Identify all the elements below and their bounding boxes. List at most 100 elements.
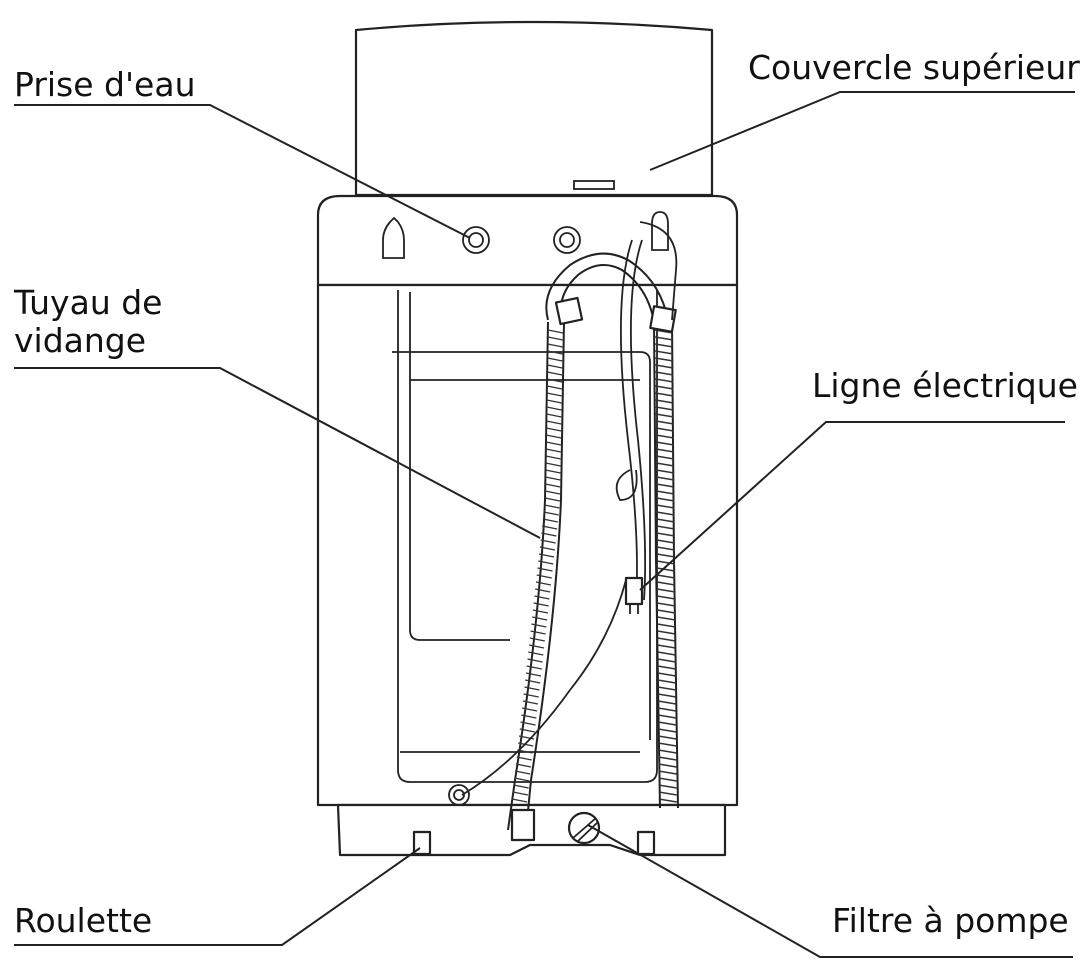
leader-drain-hose (14, 367, 541, 539)
hose-rib (524, 686, 540, 691)
hose-rib (546, 420, 562, 425)
hose-rib (656, 560, 675, 565)
hose-rib (542, 518, 559, 523)
leader-top-lid (649, 91, 1075, 171)
label-drain-hose-line1: Tuyau de (14, 283, 163, 322)
hose-rib (539, 546, 555, 551)
cabinet-top (316, 194, 739, 287)
hose-rib (547, 350, 563, 355)
leader-water-inlet (14, 104, 471, 239)
hose-rib (546, 378, 563, 383)
label-drain-hose-line2: vidange (14, 321, 147, 360)
hose-rib (525, 672, 542, 677)
hose-rib (655, 364, 674, 369)
hose-rib (526, 665, 542, 670)
hose-rib (522, 700, 539, 705)
hose-rib (657, 644, 676, 649)
hose-rib (532, 609, 549, 614)
hose-rib (657, 651, 676, 656)
hose-rib (656, 483, 675, 488)
hose-rib (536, 574, 552, 579)
hanging-hook-right (651, 211, 669, 251)
back-panel-inner (409, 292, 510, 641)
hose-rib (527, 658, 543, 663)
hose-rib (537, 567, 553, 572)
hose-rib (513, 784, 529, 789)
hose-rib (515, 770, 531, 775)
hose-rib (533, 602, 549, 607)
hose-rib (655, 350, 674, 355)
hose-rib (538, 560, 554, 565)
back-panel-window (392, 351, 651, 740)
hose-rib (546, 392, 563, 397)
label-power-line: Ligne électrique (812, 366, 1078, 405)
hose-rib (656, 476, 675, 481)
power-cord (461, 221, 678, 796)
hose-rib (656, 546, 675, 551)
hose-rib (547, 364, 563, 369)
hose-rib (523, 693, 539, 698)
hose-rib (656, 532, 675, 537)
hose-rib (656, 574, 676, 579)
hose-rib (546, 413, 562, 418)
hose-rib (658, 770, 677, 775)
hose-rib (658, 798, 677, 803)
hose-rib (658, 763, 677, 768)
hose-rib (658, 735, 677, 740)
pump-filter-cap (567, 811, 601, 845)
hose-rib (519, 728, 535, 733)
hose-rib (658, 777, 677, 782)
hose-rib (542, 525, 558, 530)
hose-rib (657, 693, 677, 698)
water-inlet-2 (553, 226, 581, 254)
hose-rib (546, 427, 562, 432)
hose-rib (545, 483, 561, 488)
hose-rib (545, 448, 561, 453)
hose-rib (657, 609, 676, 614)
hose-rib (535, 588, 551, 593)
hose-rib (657, 707, 677, 712)
hose-rib (514, 777, 530, 782)
hose-rib (655, 448, 675, 453)
hose-rib (541, 532, 557, 537)
hose-rib (657, 630, 676, 635)
hose-rib (529, 637, 545, 642)
back-panel (397, 290, 658, 783)
hose-rib (655, 455, 675, 460)
water-inlet-1 (462, 226, 490, 254)
hose-rib (658, 749, 677, 754)
hose-rib (658, 791, 677, 796)
hose-rib (657, 686, 676, 691)
hose-rib (547, 371, 563, 376)
hose-rib (656, 539, 675, 544)
hose-rib (547, 336, 564, 341)
hose-rib (656, 567, 676, 572)
lid-latch (573, 180, 615, 190)
hose-rib (657, 665, 676, 670)
hose-ribs (511, 329, 677, 803)
hose-rib (545, 434, 562, 439)
label-top-lid: Couvercle supérieur (748, 48, 1080, 87)
hose-rib (656, 518, 675, 523)
label-caster: Roulette (14, 901, 153, 940)
hose-rib (655, 441, 675, 446)
leader-caster (14, 847, 421, 946)
hose-rib (516, 756, 532, 761)
hose-rib (657, 672, 676, 677)
hose-rib (658, 784, 677, 789)
hose-rib (543, 511, 559, 516)
hose-rib (546, 399, 562, 404)
hose-rib (657, 679, 676, 684)
hose-rib (656, 490, 675, 495)
hose-rib (657, 623, 676, 628)
hose-rib (545, 476, 561, 481)
hose-rib (658, 756, 677, 761)
hose-rib (547, 329, 564, 334)
hose-rib (654, 336, 674, 341)
hose-rib (655, 392, 674, 397)
hose-rib (531, 616, 548, 621)
hose-rib (540, 539, 556, 544)
hose-rib (546, 385, 563, 390)
hose-rib (658, 742, 677, 747)
hose-rib (655, 413, 674, 418)
